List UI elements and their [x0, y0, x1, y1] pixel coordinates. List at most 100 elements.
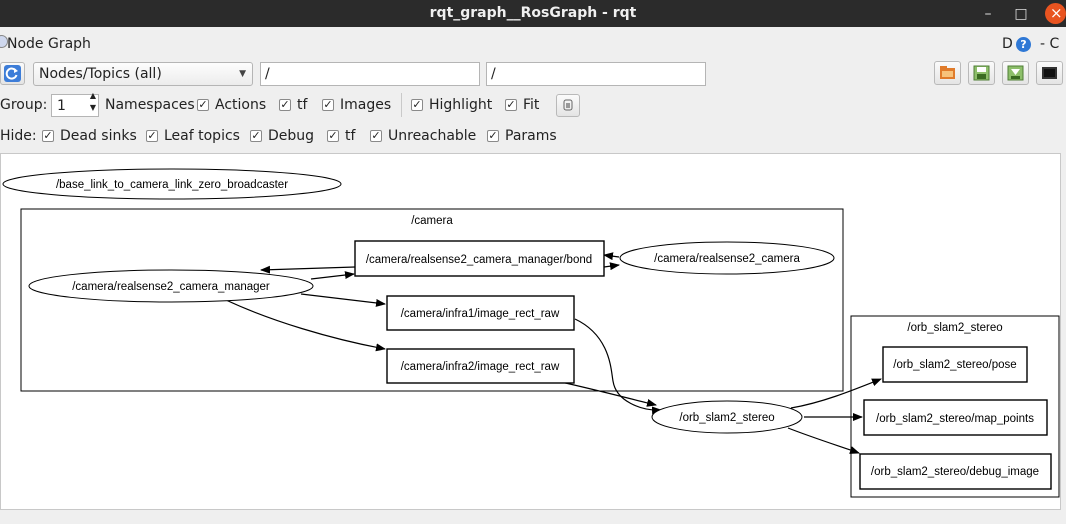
- graph-canvas[interactable]: /camera /orb_slam2_stereo /base_link_to_…: [0, 153, 1061, 510]
- load-dot-button[interactable]: [934, 61, 961, 85]
- help-icon[interactable]: ?: [1016, 37, 1031, 52]
- params-checkbox[interactable]: ✓: [487, 129, 499, 142]
- close-button[interactable]: ×: [1045, 3, 1066, 24]
- leaf-topics-label: Leaf topics: [164, 128, 240, 144]
- dead-sinks-checkbox[interactable]: ✓: [42, 129, 54, 142]
- tf-hide-checkbox[interactable]: ✓: [327, 129, 339, 142]
- node-orb-slam2-stereo[interactable]: /orb_slam2_stereo: [651, 400, 803, 434]
- highlight-checkbox[interactable]: ✓: [411, 98, 423, 111]
- node-camera-manager[interactable]: /camera/realsense2_camera_manager: [28, 269, 314, 303]
- edge-infra2-to-orb: [560, 381, 657, 407]
- camera-cluster: /camera: [20, 208, 844, 392]
- group-value: 1: [57, 98, 66, 114]
- fit-label: Fit: [523, 97, 540, 113]
- edge-bond-to-manager: [260, 265, 356, 274]
- namespaces-label: Namespaces: [105, 97, 195, 113]
- topic-pose-label: /orb_slam2_stereo/pose: [893, 359, 1016, 371]
- save-image-icon: [1007, 65, 1024, 81]
- chevron-down-icon: ▼: [239, 69, 246, 79]
- maximize-icon[interactable]: □: [1014, 6, 1028, 22]
- hide-label: Hide:: [0, 128, 37, 144]
- group-label: Group:: [0, 97, 48, 113]
- topic-infra1[interactable]: /camera/infra1/image_rect_raw: [386, 295, 575, 331]
- tf-group-checkbox[interactable]: ✓: [322, 98, 334, 111]
- topic-filter-input[interactable]: /: [486, 62, 706, 86]
- topic-debug-image-label: /orb_slam2_stereo/debug_image: [871, 466, 1039, 478]
- save-dot-icon: [973, 65, 990, 81]
- spin-up-icon[interactable]: ▲: [89, 91, 96, 100]
- actions-label: Actions: [215, 97, 267, 113]
- status-strip: [0, 511, 1066, 524]
- screenshot-icon: [1042, 67, 1057, 79]
- edge-orb-to-pose: [790, 378, 882, 409]
- tf-hide-label: tf: [345, 128, 356, 144]
- graph-edges: [225, 252, 882, 454]
- topic-bond-label: /camera/realsense2_camera_manager/bond: [366, 254, 592, 266]
- fit-in-view-button[interactable]: [556, 94, 580, 117]
- fit-checkbox[interactable]: ✓: [505, 98, 517, 111]
- minimize-icon[interactable]: –: [984, 6, 992, 22]
- tf-group-label: tf: [297, 97, 308, 113]
- filter-mode-dropdown[interactable]: Nodes/Topics (all) ▼: [33, 62, 253, 86]
- topic-infra2[interactable]: /camera/infra2/image_rect_raw: [386, 348, 575, 384]
- debug-label: Debug: [268, 128, 315, 144]
- orb-cluster-label: /orb_slam2_stereo: [907, 322, 1002, 334]
- window-titlebar: rqt_graph__RosGraph - rqt – □ ×: [0, 0, 1066, 27]
- spin-down-icon[interactable]: ▼: [89, 103, 96, 112]
- hide-options-row: Hide: ✓ Dead sinks ✓ Leaf topics ✓ Debug…: [0, 124, 1066, 148]
- toolbar-separator: [401, 93, 402, 117]
- window-title: rqt_graph__RosGraph - rqt: [429, 5, 637, 21]
- plugin-icon: [0, 35, 8, 48]
- images-label: Images: [340, 97, 392, 113]
- unreachable-label: Unreachable: [388, 128, 477, 144]
- node-realsense-camera[interactable]: /camera/realsense2_camera: [619, 241, 835, 275]
- topic-bond[interactable]: /camera/realsense2_camera_manager/bond: [354, 240, 605, 277]
- topic-map-points-label: /orb_slam2_stereo/map_points: [876, 413, 1034, 425]
- refresh-icon: [4, 65, 21, 82]
- leaf-topics-checkbox[interactable]: ✓: [146, 129, 158, 142]
- actions-checkbox[interactable]: ✓: [279, 98, 291, 111]
- topic-infra1-label: /camera/infra1/image_rect_raw: [401, 308, 560, 320]
- node-filter-input[interactable]: /: [260, 62, 480, 86]
- highlight-label: Highlight: [429, 97, 493, 113]
- close-icon: ×: [1050, 4, 1063, 22]
- topic-infra2-label: /camera/infra2/image_rect_raw: [401, 361, 560, 373]
- save-dot-button[interactable]: [968, 61, 995, 85]
- save-image-button[interactable]: [1002, 61, 1029, 85]
- refresh-button[interactable]: [0, 62, 25, 85]
- dead-sinks-label: Dead sinks: [60, 128, 137, 144]
- fit-in-view-icon: [563, 99, 573, 111]
- topic-pose[interactable]: /orb_slam2_stereo/pose: [882, 346, 1028, 383]
- namespaces-checkbox[interactable]: ✓: [197, 98, 209, 111]
- node-realsense-camera-label: /camera/realsense2_camera: [654, 253, 800, 265]
- group-spinbox[interactable]: 1 ▲ ▼: [51, 91, 99, 117]
- orb-cluster: /orb_slam2_stereo: [850, 315, 1060, 498]
- edge-manager-to-infra2: [225, 299, 386, 352]
- dock-label[interactable]: D: [1002, 36, 1013, 52]
- screenshot-button[interactable]: [1036, 61, 1063, 85]
- filter-mode-value: Nodes/Topics (all): [39, 66, 162, 82]
- node-camera-manager-label: /camera/realsense2_camera_manager: [72, 281, 270, 293]
- edge-manager-to-infra1: [300, 293, 386, 307]
- node-orb-slam2-stereo-label: /orb_slam2_stereo: [679, 412, 774, 424]
- plugin-title: Node Graph: [7, 36, 91, 52]
- topic-map-points[interactable]: /orb_slam2_stereo/map_points: [863, 399, 1048, 436]
- edge-camera-to-bond: [603, 252, 620, 261]
- group-options-row: Group: 1 ▲ ▼ Namespaces ✓ Actions ✓ tf ✓…: [0, 91, 1066, 117]
- node-base-link[interactable]: /base_link_to_camera_link_zero_broadcast…: [2, 168, 342, 200]
- load-dot-icon: [940, 66, 955, 79]
- edge-infra1-to-orb: [574, 318, 662, 415]
- node-base-link-label: /base_link_to_camera_link_zero_broadcast…: [56, 179, 288, 191]
- edge-manager-to-bond: [310, 271, 355, 280]
- debug-checkbox[interactable]: ✓: [250, 129, 262, 142]
- edge-orb-to-debug-image: [787, 427, 860, 454]
- graph-toolbar: Nodes/Topics (all) ▼ / /: [0, 61, 1066, 87]
- ros-graph: /camera /orb_slam2_stereo /base_link_to_…: [2, 168, 1060, 498]
- topic-debug-image[interactable]: /orb_slam2_stereo/debug_image: [859, 453, 1052, 490]
- plugin-extra-controls[interactable]: - C: [1040, 36, 1060, 52]
- params-label: Params: [505, 128, 557, 144]
- unreachable-checkbox[interactable]: ✓: [370, 129, 382, 142]
- camera-cluster-label: /camera: [411, 215, 453, 227]
- edge-bond-to-camera: [603, 262, 620, 271]
- plugin-header: Node Graph D ? - C: [0, 33, 1066, 55]
